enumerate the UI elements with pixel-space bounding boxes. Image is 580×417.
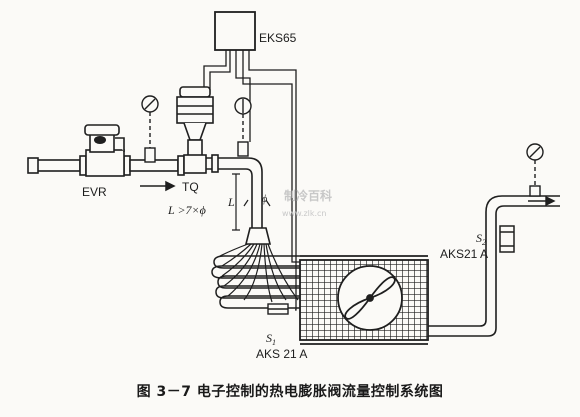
eks65-controller: EKS65 bbox=[214, 11, 297, 51]
flow-arrow bbox=[140, 180, 176, 192]
sensor-s2: S2 AKS21 A bbox=[440, 225, 515, 261]
evr-label: EVR bbox=[82, 185, 107, 199]
pressure-gauge-right bbox=[526, 143, 544, 197]
fan bbox=[337, 265, 403, 331]
controller-label: EKS65 bbox=[259, 31, 297, 45]
watermark-line1: 制冷百科 bbox=[284, 188, 332, 203]
distributor bbox=[244, 227, 272, 245]
dimension-phi: ϕ bbox=[262, 194, 267, 205]
sensor-s2-model: AKS21 A bbox=[440, 247, 488, 261]
evaporator-coils bbox=[211, 255, 300, 309]
evr-solenoid-valve: EVR bbox=[82, 124, 125, 199]
pressure-gauge-left bbox=[141, 95, 159, 163]
watermark-line2: www.zlk.cn bbox=[282, 209, 327, 218]
outlet-arrow bbox=[528, 195, 556, 207]
sensor-s2-label: S2 bbox=[476, 231, 486, 247]
dimension-L: L bbox=[227, 195, 235, 209]
length-rule-label: L >7×ϕ bbox=[167, 203, 206, 217]
sensor-s1-model: AKS 21 A bbox=[256, 347, 307, 361]
pressure-gauge-center bbox=[234, 97, 252, 157]
tq-expansion-valve: TQ bbox=[176, 86, 214, 194]
figure-caption: 图 3－7 电子控制的热电膨胀阀流量控制系统图 bbox=[136, 384, 444, 400]
suction-line bbox=[428, 195, 560, 337]
watermark: 制冷百科 www.zlk.cn bbox=[282, 188, 332, 218]
suction-pipe-bend bbox=[206, 154, 263, 228]
sensor-s1-label: S1 bbox=[266, 331, 276, 347]
control-wires bbox=[203, 50, 302, 311]
dimension-marks: L ϕ L >7×ϕ bbox=[167, 173, 271, 231]
tq-label: TQ bbox=[182, 180, 199, 194]
sensor-s1: S1 AKS 21 A bbox=[256, 303, 307, 361]
distributor-tubes bbox=[219, 243, 299, 303]
